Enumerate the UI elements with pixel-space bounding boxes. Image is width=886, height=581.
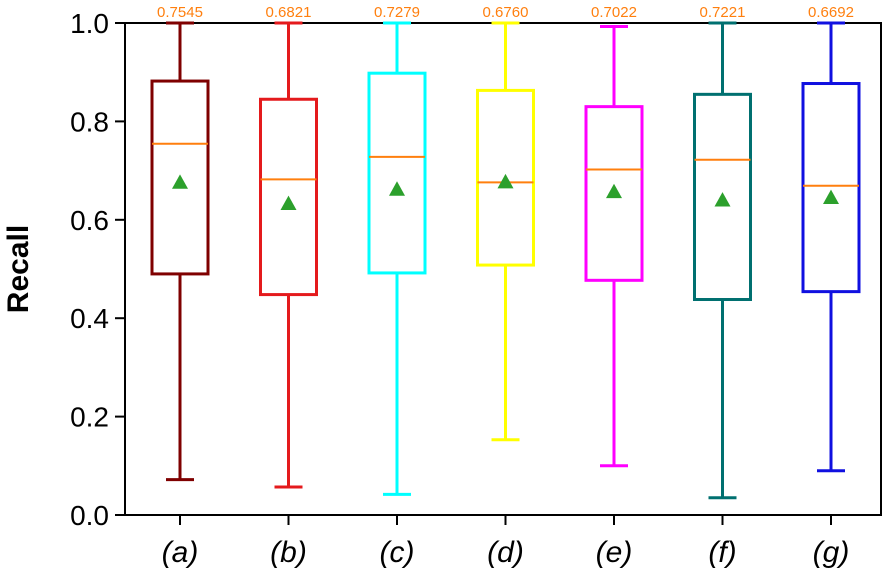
iqr-box: [476, 88, 535, 267]
median-value-label: 0.6692: [808, 4, 854, 21]
box-2: 0.7279: [367, 4, 427, 496]
median-value-label: 0.7221: [700, 4, 746, 21]
y-axis: 0.0 0.2 0.4 0.6 0.8 1.0: [70, 8, 125, 531]
x-tick-label: (e): [596, 536, 633, 569]
iqr-box: [584, 105, 644, 282]
x-tick-label: (c): [380, 536, 415, 569]
iqr-box: [693, 92, 752, 302]
box-4: 0.7022: [584, 4, 644, 468]
y-tick-label: 0.0: [70, 500, 109, 531]
box-6: 0.6692: [801, 4, 861, 473]
iqr-box: [150, 79, 210, 276]
iqr-box: [367, 71, 427, 275]
mean-marker: [714, 192, 731, 207]
mean-marker: [172, 174, 188, 189]
x-tick-label: (a): [162, 536, 199, 569]
x-tick-label: (b): [270, 536, 307, 569]
y-axis-title: Recall: [2, 225, 35, 313]
box-3: 0.6760: [476, 4, 535, 442]
y-tick-label: 0.6: [70, 205, 109, 236]
median-value-label: 0.7022: [591, 4, 637, 21]
mean-marker: [280, 195, 297, 210]
median-value-label: 0.7545: [157, 4, 203, 21]
iqr-box: [801, 82, 861, 294]
x-tick-label: (d): [487, 536, 524, 569]
x-tick-label: (g): [813, 536, 850, 569]
mean-marker: [389, 181, 405, 196]
iqr-box: [259, 97, 318, 297]
x-axis: (a) (b) (c) (d) (e) (f) (g): [162, 515, 850, 569]
box-5: 0.7221: [693, 4, 752, 500]
median-value-label: 0.6821: [266, 4, 312, 21]
box-series: 0.7545 0.6821 0.7279 0.6760 0.7022 0.7221 0.66…: [150, 4, 861, 500]
y-tick-label: 0.2: [70, 402, 109, 433]
y-tick-label: 0.4: [70, 303, 109, 334]
y-tick-label: 1.0: [70, 8, 109, 39]
mean-marker: [823, 189, 839, 205]
median-value-label: 0.6760: [483, 4, 529, 21]
mean-marker: [606, 183, 622, 199]
x-tick-label: (f): [708, 536, 736, 569]
y-tick-label: 0.8: [70, 106, 109, 137]
box-0: 0.7545: [150, 4, 210, 482]
median-value-label: 0.7279: [374, 4, 420, 21]
box-1: 0.6821: [259, 4, 318, 489]
mean-marker: [497, 173, 514, 189]
